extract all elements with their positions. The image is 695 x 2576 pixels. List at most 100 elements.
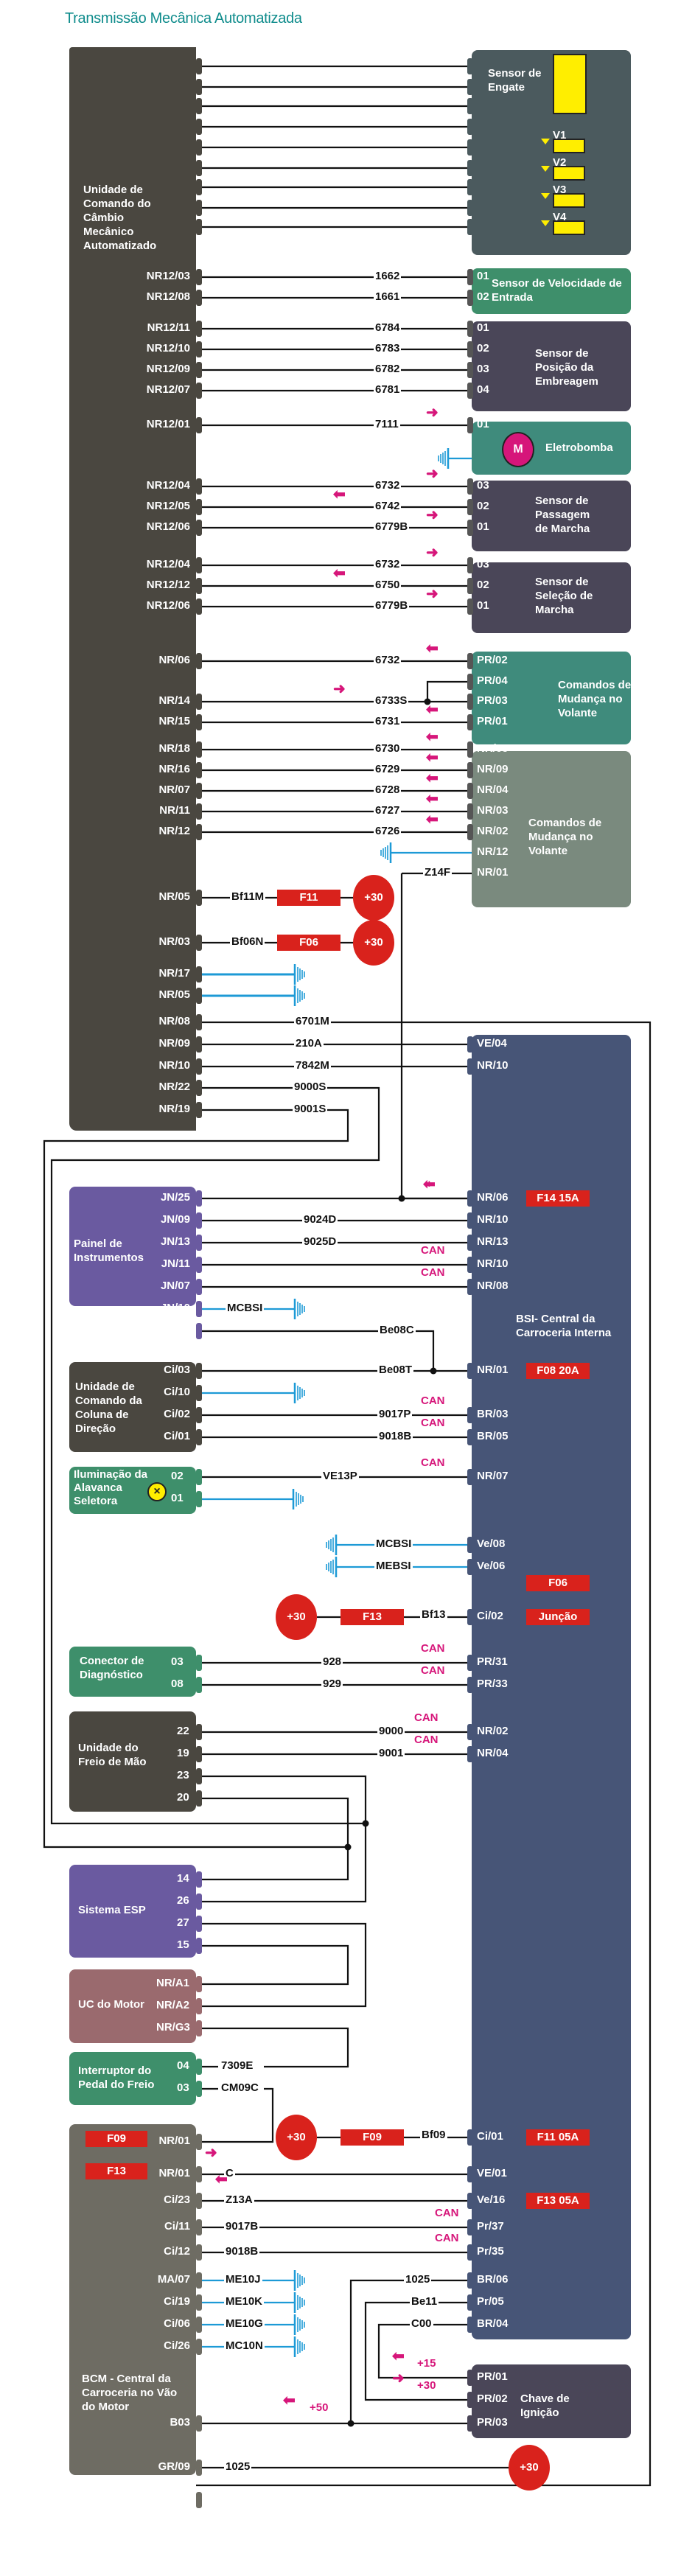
connector-tab — [196, 58, 202, 74]
wire-number: 6733S — [374, 694, 409, 708]
wire-number: MC10N — [224, 2339, 265, 2353]
clutch-position-label: Sensor de Posição da Embreagem — [535, 347, 598, 388]
handbrake-pin: 22 — [177, 1725, 189, 1737]
valve-label: V2 — [553, 156, 567, 169]
arrow-right-icon: ➜ — [426, 545, 439, 561]
tcu-pin: NR/07 — [158, 783, 190, 796]
connector-tab — [467, 557, 473, 573]
connector-tab — [196, 1976, 202, 1992]
connector-tab — [467, 1212, 473, 1229]
ground-icon — [293, 2314, 305, 2335]
tcu-pin: NR/14 — [158, 694, 190, 707]
arrow-left-icon: ⬅ — [283, 2392, 296, 2409]
connector-tab — [467, 2272, 473, 2289]
wire-number: 6782 — [374, 363, 402, 376]
connector-tab — [196, 598, 202, 615]
brake-switch-pin: 04 — [177, 2059, 189, 2072]
arrow-left-icon: ⬅ — [392, 2348, 405, 2364]
connector-tab — [467, 1677, 473, 1693]
connector-tab — [467, 1609, 473, 1625]
connector-tab — [467, 383, 473, 399]
connector-tab — [467, 1469, 473, 1485]
wire-number: Be08C — [378, 1324, 416, 1337]
connector-tab — [467, 2193, 473, 2209]
can-bus-label: CAN — [435, 2232, 459, 2244]
connector-tab — [467, 741, 473, 758]
tcu-pin: NR12/04 — [146, 479, 190, 492]
connector-tab — [196, 341, 202, 357]
wire-number: Bf09 — [420, 2129, 447, 2142]
ground-icon — [293, 964, 305, 985]
connector-tab — [196, 1212, 202, 1229]
wire-number: Bf06N — [230, 935, 265, 949]
tcu-pin: NR12/12 — [146, 579, 190, 591]
connector-tab — [467, 824, 473, 840]
connector-tab — [196, 694, 202, 710]
wire-number: 1662 — [374, 270, 402, 283]
bsi-pin: Ci/02 — [477, 1610, 503, 1622]
diag-pin: 08 — [171, 1678, 184, 1690]
connector-tab — [467, 598, 473, 615]
bsi-pin: NR/01 — [477, 1364, 509, 1376]
connector-tab — [196, 557, 202, 573]
engine-control-label: UC do Motor — [78, 1998, 144, 2011]
connector-tab — [196, 1998, 202, 2014]
connector-tab — [467, 1655, 473, 1671]
bsi-pin: NR/10 — [477, 1257, 509, 1270]
connector-tab — [196, 2244, 202, 2261]
bsi-pin: Ve/08 — [477, 1537, 506, 1550]
connector-tab — [467, 362, 473, 378]
battery-plus30-badge: +30 — [509, 2445, 550, 2491]
diagnostic-connector-label: Conector de Diagnóstico — [80, 1655, 144, 1681]
bcm-pin: Ci/26 — [164, 2339, 190, 2352]
tcu-pin: NR/06 — [158, 654, 190, 666]
connector-tab — [196, 383, 202, 399]
connector-tab — [467, 200, 473, 216]
bcm-module — [69, 2124, 196, 2475]
module-pin: 02 — [477, 290, 489, 303]
can-bus-label: CAN — [421, 1417, 445, 1429]
connector-tab — [467, 1058, 473, 1075]
junction-dot — [347, 2420, 355, 2427]
connector-tab — [467, 269, 473, 285]
bsi-pin: Ve/06 — [477, 1560, 506, 1572]
arrow-right-icon: ➜ — [426, 405, 439, 421]
lever-pin: 02 — [171, 1470, 184, 1482]
connector-tab — [196, 321, 202, 337]
module-pin: 02 — [477, 500, 489, 512]
valve-label: V3 — [553, 184, 567, 196]
connector-tab — [196, 714, 202, 730]
wire-number: 1025 — [404, 2273, 432, 2286]
wire-number: 7842M — [294, 1059, 331, 1072]
connector-tab — [467, 2370, 473, 2386]
bsi-pin: BR/06 — [477, 2273, 509, 2286]
connector-tab — [196, 520, 202, 536]
tcu-pin: NR/11 — [159, 804, 190, 817]
connector-tab — [196, 1363, 202, 1379]
tcu-pin: NR12/01 — [146, 418, 190, 430]
steering-wheel-commands-1 — [472, 652, 631, 744]
connector-tab — [467, 139, 473, 156]
wire-number: ME10K — [224, 2295, 265, 2308]
valve-label: V4 — [553, 211, 567, 223]
connector-tab — [467, 478, 473, 495]
connector-tab — [467, 1257, 473, 1273]
arrow-left-icon: ⬅ — [333, 565, 346, 582]
bcm-pin: GR/09 — [158, 2460, 190, 2473]
ground-icon — [293, 1383, 305, 1403]
tcu-pin: NR12/03 — [146, 270, 190, 282]
connector-tab — [196, 2193, 202, 2209]
can-bus-label: CAN — [421, 1244, 445, 1257]
connector-tab — [196, 2415, 202, 2432]
bcm-pin: Ci/06 — [164, 2317, 190, 2330]
tcu-pin: NR/03 — [158, 935, 190, 948]
module-pin: 01 — [477, 270, 489, 282]
connector-tab — [196, 1080, 202, 1096]
ground-icon — [438, 448, 450, 469]
module-pin: 04 — [477, 383, 489, 396]
steering-wheel-commands-1-label: Comandos de Mudança no Volante — [558, 679, 632, 719]
bsi-pin: VE/01 — [477, 2167, 507, 2179]
electric-pump — [472, 422, 631, 475]
wire-number: 1661 — [374, 290, 402, 304]
connector-tab — [467, 1036, 473, 1053]
